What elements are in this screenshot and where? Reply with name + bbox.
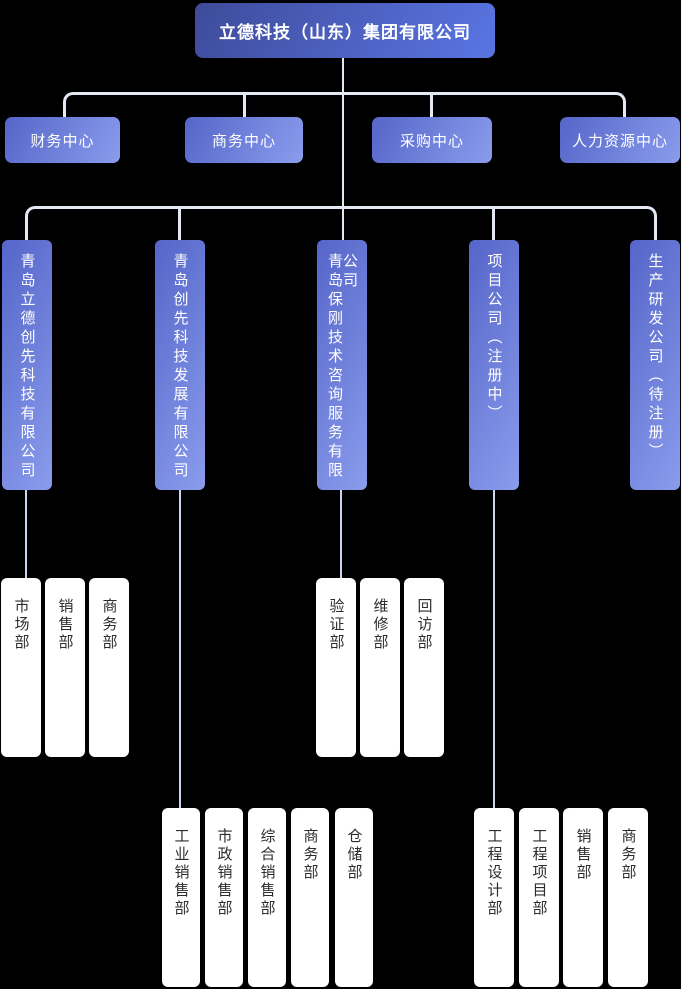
root-company-label: 立德科技（山东）集团有限公司: [219, 23, 471, 42]
department-label: 商务部: [100, 598, 118, 652]
connector-drop-company-4: [492, 208, 495, 240]
center-node-business: 商务中心: [185, 117, 303, 163]
department-label: 商务部: [301, 828, 319, 882]
company-node-2: 青岛创先科技发展有限公司: [155, 240, 205, 490]
connector-company1-departments: [25, 490, 27, 578]
department-node: 工程项目部: [519, 808, 559, 987]
department-node: 商务部: [89, 578, 129, 757]
department-label: 市场部: [12, 598, 30, 652]
connector-trunk: [342, 58, 344, 240]
department-label: 维修部: [371, 598, 389, 652]
center-label: 采购中心: [399, 132, 464, 150]
department-label: 工程设计部: [485, 828, 503, 918]
department-node: 维修部: [360, 578, 400, 757]
department-label: 销售部: [574, 828, 592, 882]
department-node: 销售部: [563, 808, 603, 987]
connector-drop-company-2: [178, 208, 181, 240]
center-node-finance: 财务中心: [5, 117, 120, 163]
company-label: 项目公司（注册中）: [485, 253, 503, 424]
department-node: 验证部: [316, 578, 356, 757]
company-label: 生产研发公司（待注册）: [646, 253, 664, 462]
company-label: 青岛保刚技术咨询服务有限公司: [326, 253, 358, 481]
connector-drop-purchasing-center: [430, 94, 433, 117]
root-company-node: 立德科技（山东）集团有限公司: [195, 3, 495, 58]
department-label: 工程项目部: [530, 828, 548, 918]
connector-drop-business-center: [243, 94, 246, 117]
department-label: 市政销售部: [215, 828, 233, 918]
department-label: 商务部: [619, 828, 637, 882]
department-node: 综合销售部: [248, 808, 286, 987]
connector-company3-departments: [340, 490, 342, 578]
center-label: 人力资源中心: [571, 132, 668, 150]
department-node: 工程设计部: [474, 808, 514, 987]
department-label: 仓储部: [345, 828, 363, 882]
department-node: 回访部: [404, 578, 444, 757]
department-label: 验证部: [327, 598, 345, 652]
department-node: 市场部: [1, 578, 41, 757]
department-node: 商务部: [291, 808, 329, 987]
company-label: 青岛创先科技发展有限公司: [171, 253, 189, 481]
company-node-1: 青岛立德创先科技有限公司: [2, 240, 52, 490]
connector-company4-departments: [493, 490, 495, 808]
department-label: 回访部: [415, 598, 433, 652]
center-label: 财务中心: [30, 132, 95, 150]
department-label: 综合销售部: [258, 828, 276, 918]
company-node-3: 青岛保刚技术咨询服务有限公司: [317, 240, 367, 490]
company-label: 青岛立德创先科技有限公司: [18, 253, 36, 481]
department-node: 商务部: [608, 808, 648, 987]
department-label: 销售部: [56, 598, 74, 652]
connector-rail-companies: [25, 206, 657, 240]
department-node: 销售部: [45, 578, 85, 757]
center-node-hr: 人力资源中心: [560, 117, 680, 163]
connector-rail-centers: [63, 92, 626, 117]
company-node-4: 项目公司（注册中）: [469, 240, 519, 490]
department-label: 工业销售部: [172, 828, 190, 918]
company-node-5: 生产研发公司（待注册）: [630, 240, 680, 490]
department-node: 仓储部: [335, 808, 373, 987]
department-node: 市政销售部: [205, 808, 243, 987]
connector-company2-departments: [179, 490, 181, 808]
center-label: 商务中心: [211, 132, 276, 150]
department-node: 工业销售部: [162, 808, 200, 987]
center-node-purchasing: 采购中心: [372, 117, 492, 163]
